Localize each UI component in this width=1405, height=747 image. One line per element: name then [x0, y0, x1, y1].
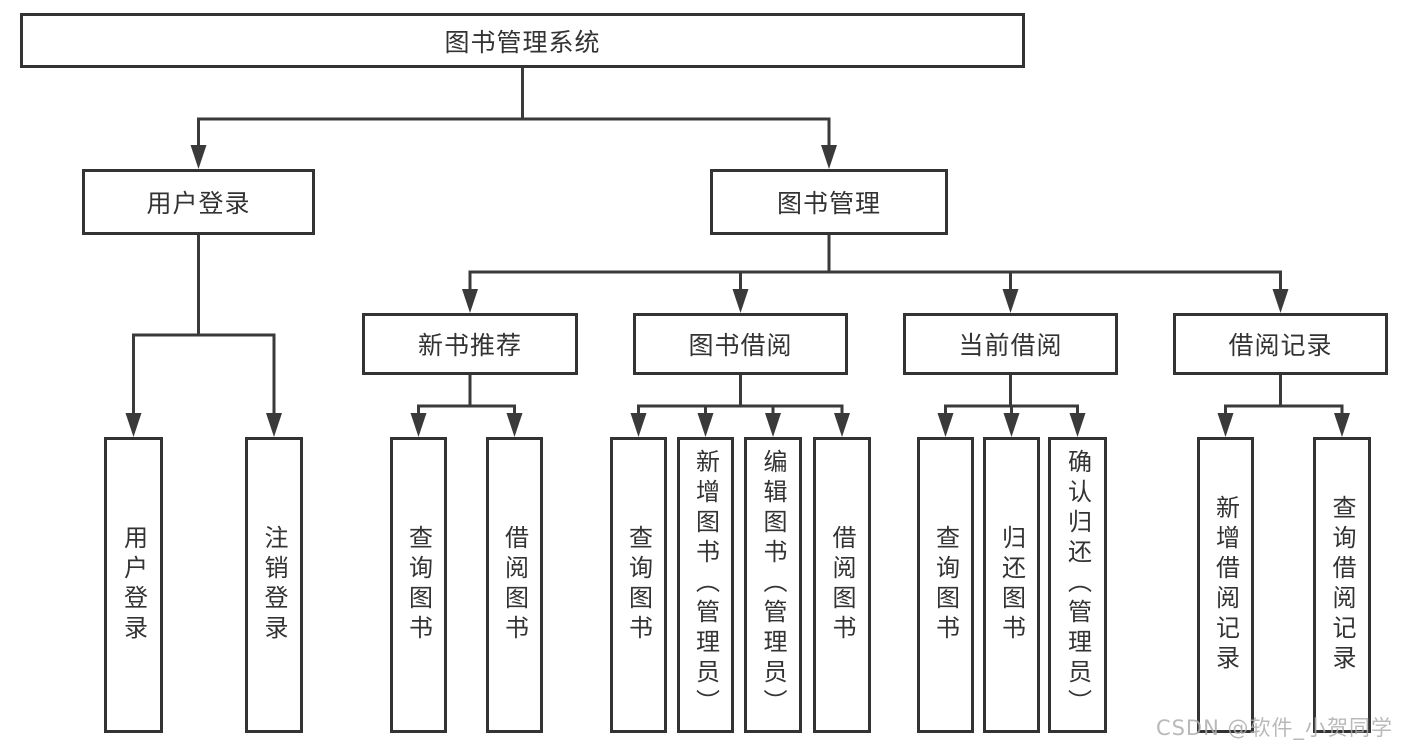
leaf-borrow-add-book-admin: 新增图书（管理员）: [677, 437, 734, 733]
leaf-records-add-record-label: 新增借阅记录: [1211, 495, 1240, 675]
leaf-user-login-label: 用户登录: [119, 525, 148, 645]
leaf-current-return-book: 归还图书: [983, 437, 1040, 733]
node-new-book-recommend: 新书推荐: [362, 313, 578, 375]
node-borrow-records: 借阅记录: [1173, 313, 1388, 375]
leaf-recommend-borrow-book-label: 借阅图书: [500, 525, 529, 645]
node-user-login: 用户登录: [82, 169, 315, 235]
leaf-records-add-record: 新增借阅记录: [1197, 437, 1254, 733]
leaf-current-return-book-label: 归还图书: [997, 525, 1026, 645]
leaf-current-query-book: 查询图书: [917, 437, 974, 733]
leaf-current-query-book-label: 查询图书: [931, 525, 960, 645]
leaf-borrow-edit-book-admin-label: 编辑图书（管理员）: [759, 449, 787, 719]
leaf-borrow-borrow-book: 借阅图书: [813, 437, 871, 733]
node-current-borrow: 当前借阅: [903, 313, 1118, 375]
leaf-logout-label: 注销登录: [260, 525, 288, 645]
leaf-records-query-record-label: 查询借阅记录: [1328, 495, 1356, 675]
node-book-borrow: 图书借阅: [633, 313, 848, 375]
node-root: 图书管理系统: [20, 13, 1025, 68]
leaf-borrow-edit-book-admin: 编辑图书（管理员）: [744, 437, 802, 733]
leaf-borrow-add-book-admin-label: 新增图书（管理员）: [691, 449, 720, 719]
node-book-management: 图书管理: [710, 169, 948, 235]
leaf-current-confirm-return-admin-label: 确认归还（管理员）: [1063, 449, 1092, 719]
leaf-records-query-record: 查询借阅记录: [1313, 437, 1371, 733]
leaf-user-login: 用户登录: [104, 437, 163, 733]
leaf-borrow-query-book-label: 查询图书: [624, 525, 653, 645]
leaf-borrow-query-book: 查询图书: [610, 437, 667, 733]
leaf-current-confirm-return-admin: 确认归还（管理员）: [1048, 437, 1107, 733]
leaf-recommend-borrow-book: 借阅图书: [486, 437, 543, 733]
leaf-recommend-query-book-label: 查询图书: [404, 525, 433, 645]
leaf-logout: 注销登录: [245, 437, 303, 733]
csdn-watermark: CSDN @软件_小贺同学: [1155, 716, 1393, 740]
leaf-borrow-borrow-book-label: 借阅图书: [828, 525, 856, 645]
leaf-recommend-query-book: 查询图书: [390, 437, 447, 733]
